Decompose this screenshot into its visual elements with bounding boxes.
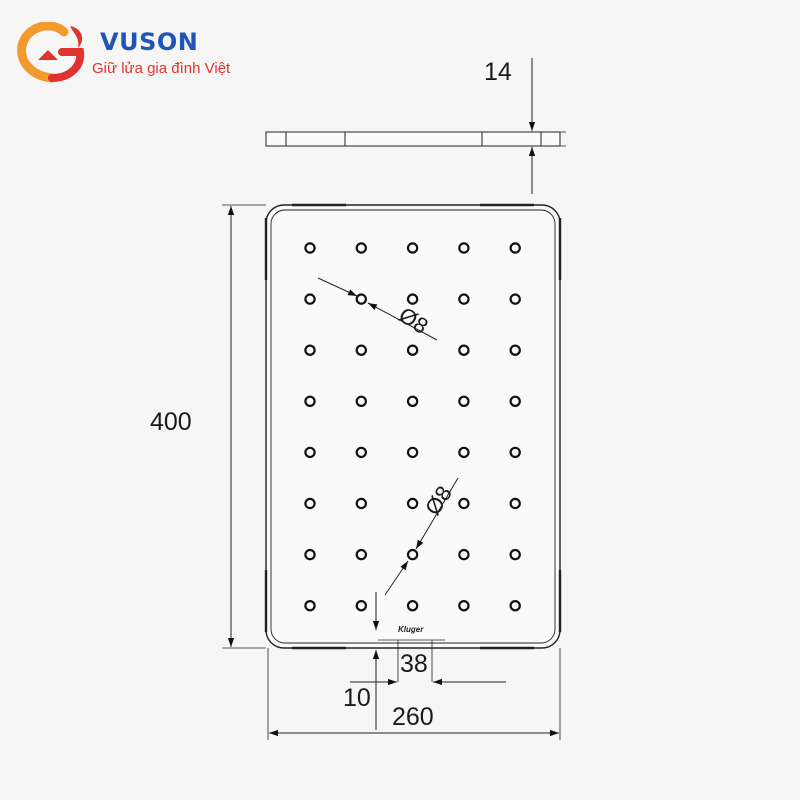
drain-hole — [406, 344, 419, 356]
height-dimension — [222, 204, 266, 649]
drain-hole — [355, 395, 367, 407]
drain-hole — [355, 548, 367, 561]
drain-hole — [509, 293, 521, 305]
thickness-dimension-label: 14 — [484, 58, 512, 86]
drain-hole — [304, 446, 316, 459]
plate-outline — [264, 203, 562, 650]
side-view — [265, 131, 561, 147]
drain-hole — [355, 293, 367, 305]
brand-name: VUSON — [100, 28, 199, 56]
hole-diameter-leader-2 — [384, 477, 459, 596]
spacing-dimension — [350, 639, 506, 686]
drain-hole — [304, 497, 316, 510]
drain-hole — [406, 548, 419, 561]
height-dimension-label: 400 — [150, 408, 192, 436]
drain-hole — [304, 600, 316, 612]
brand-logo: VUSON Giữ lửa gia đình Việt — [12, 22, 262, 92]
drain-hole — [458, 293, 470, 305]
drain-hole — [406, 293, 419, 305]
drain-hole — [458, 242, 470, 254]
edge-offset-dimension-label: 10 — [343, 684, 371, 712]
drain-hole — [355, 497, 367, 510]
drain-hole — [509, 344, 521, 356]
drain-hole — [406, 242, 419, 254]
drain-hole — [406, 497, 419, 510]
drain-hole — [458, 497, 470, 510]
drain-hole — [509, 600, 521, 612]
hole-spacing-dimension-label: 38 — [400, 650, 428, 678]
drain-hole — [458, 395, 470, 407]
drain-hole — [458, 548, 470, 561]
drain-hole — [509, 395, 521, 407]
drain-hole — [509, 242, 521, 254]
house-flame-logo-icon — [17, 22, 85, 83]
drain-hole — [355, 446, 367, 459]
drain-hole — [304, 395, 316, 407]
drain-hole — [355, 242, 367, 254]
drain-hole — [304, 293, 316, 305]
drain-hole — [304, 548, 316, 561]
drain-hole — [355, 600, 367, 612]
drain-hole — [458, 446, 470, 459]
drain-hole — [304, 344, 316, 356]
drain-hole — [458, 344, 470, 356]
drain-hole — [509, 497, 521, 510]
drain-hole — [406, 446, 419, 459]
thickness-dimension — [522, 58, 566, 194]
drain-hole — [509, 446, 521, 459]
drain-hole — [458, 600, 470, 612]
width-dimension — [267, 648, 561, 740]
brand-tagline: Giữ lửa gia đình Việt — [92, 60, 231, 77]
drain-hole — [304, 242, 316, 254]
hole-grid — [304, 242, 521, 612]
hole-diameter-leader-1 — [317, 277, 438, 341]
drain-hole — [406, 395, 419, 407]
drain-hole — [406, 600, 419, 612]
width-dimension-label: 260 — [392, 703, 434, 731]
product-brand-mark: Kluger — [398, 625, 424, 634]
drain-hole — [509, 548, 521, 561]
drain-hole — [355, 344, 367, 356]
